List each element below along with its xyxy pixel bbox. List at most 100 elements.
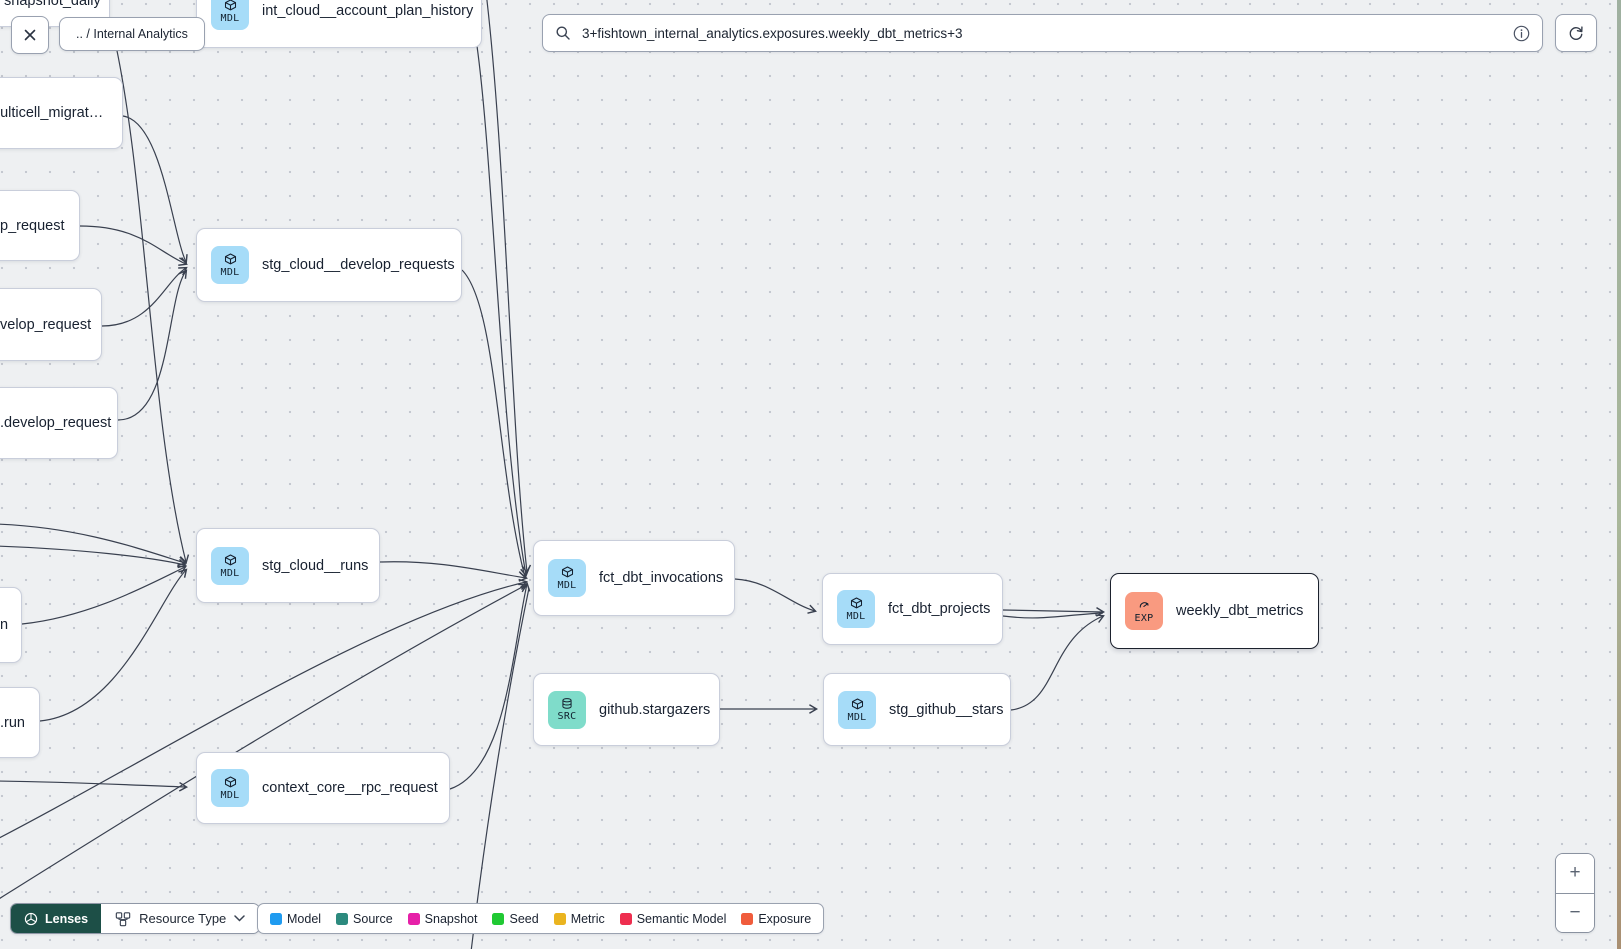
graph-node-weekly_dbt_metrics[interactable]: EXP weekly_dbt_metrics bbox=[1110, 573, 1319, 649]
node-label: fct_dbt_projects bbox=[888, 601, 991, 617]
info-icon[interactable] bbox=[1513, 25, 1530, 42]
node-label: fct_dbt_invocations bbox=[599, 570, 724, 586]
model-icon bbox=[223, 553, 238, 568]
graph-node-p_request[interactable]: MDLp_request bbox=[0, 190, 80, 261]
model-icon bbox=[223, 252, 238, 267]
close-button[interactable] bbox=[11, 16, 49, 54]
legend-label: Source bbox=[353, 911, 393, 926]
node-label: snapshot_daily bbox=[4, 0, 101, 9]
legend-color-chip bbox=[553, 912, 566, 925]
search-icon bbox=[556, 26, 570, 40]
graph-node-int_cloud__account_plan_history[interactable]: MDL int_cloud__account_plan_history bbox=[196, 0, 482, 48]
resource-type-legend: Model Source Snapshot Seed Metric Semantic Mo… bbox=[257, 903, 825, 934]
graph-node-stg_cloud__develop_requests[interactable]: MDL stg_cloud__develop_requests bbox=[196, 228, 462, 302]
legend-item-seed: Seed bbox=[492, 911, 539, 926]
close-icon bbox=[24, 29, 36, 41]
refresh-icon bbox=[1569, 26, 1583, 40]
graph-node-velop_request[interactable]: MDLvelop_request bbox=[0, 288, 102, 361]
model-badge: MDL bbox=[838, 690, 876, 729]
badge-label: MDL bbox=[557, 580, 577, 591]
refresh-button[interactable] bbox=[1555, 14, 1597, 52]
badge-label: MDL bbox=[220, 267, 240, 278]
node-label: .run bbox=[0, 714, 25, 731]
legend-color-chip bbox=[407, 912, 420, 925]
lenses-icon bbox=[24, 912, 38, 925]
zoom-in-button[interactable]: + bbox=[1556, 854, 1594, 893]
node-label: p_request bbox=[0, 217, 65, 234]
legend-label: Metric bbox=[570, 911, 605, 926]
legend-label: Snapshot bbox=[424, 911, 478, 926]
legend-item-semantic-model: Semantic Model bbox=[619, 911, 727, 926]
legend-color-chip bbox=[619, 912, 632, 925]
search-bar[interactable] bbox=[542, 14, 1543, 52]
zoom-out-button[interactable]: − bbox=[1556, 893, 1594, 932]
source-badge: SRC bbox=[548, 690, 586, 729]
legend-item-model: Model bbox=[270, 912, 321, 926]
lenses-toolbar: Lenses Resource Type bbox=[10, 903, 261, 934]
graph-node-fct_dbt_invocations[interactable]: MDL fct_dbt_invocations bbox=[533, 540, 735, 616]
legend-item-exposure: Exposure bbox=[741, 912, 811, 926]
legend-label: Seed bbox=[509, 911, 539, 926]
resource-type-button[interactable]: Resource Type bbox=[101, 904, 260, 933]
badge-label: MDL bbox=[847, 711, 867, 723]
exposure-icon bbox=[1137, 598, 1152, 613]
badge-label: MDL bbox=[220, 567, 240, 579]
lenses-label: Lenses bbox=[45, 911, 89, 926]
legend-item-source: Source bbox=[336, 912, 393, 926]
graph-node-fct_dbt_projects[interactable]: MDL fct_dbt_projects bbox=[822, 573, 1003, 645]
legend-label: Model bbox=[287, 911, 322, 926]
node-label: weekly_dbt_metrics bbox=[1176, 603, 1304, 619]
legend-color-chip bbox=[492, 912, 505, 925]
graph-node-develop_request[interactable]: MDL.develop_request bbox=[0, 387, 118, 459]
node-label: stg_github__stars bbox=[889, 701, 1004, 718]
node-label: stg_cloud__develop_requests bbox=[262, 257, 455, 273]
node-label: n bbox=[0, 617, 9, 633]
graph-node-context_core__rpc_request[interactable]: MDL context_core__rpc_request bbox=[196, 752, 450, 824]
screen-edge-artifact bbox=[1617, 0, 1621, 949]
hierarchy-icon bbox=[115, 911, 131, 926]
model-badge: MDL bbox=[548, 559, 586, 597]
node-label: velop_request bbox=[0, 316, 92, 333]
node-label: int_cloud__account_plan_history bbox=[262, 3, 474, 19]
graph-node-multicell_migration[interactable]: MDLmulticell_migrat… bbox=[0, 77, 123, 149]
source-icon bbox=[560, 697, 574, 711]
graph-node-run_node[interactable]: MDL.run bbox=[0, 687, 40, 758]
resource-type-label: Resource Type bbox=[139, 911, 227, 926]
model-badge: MDL bbox=[211, 246, 249, 284]
badge-label: SRC bbox=[557, 711, 577, 722]
badge-label: MDL bbox=[220, 13, 240, 24]
badge-label: MDL bbox=[846, 611, 866, 622]
zoom-controls: + − bbox=[1555, 853, 1595, 933]
legend-color-chip bbox=[270, 912, 282, 925]
graph-node-stg_cloud__runs[interactable]: MDL stg_cloud__runs bbox=[196, 528, 380, 603]
graph-node-stg_github__stars[interactable]: MDL stg_github__stars bbox=[823, 673, 1011, 746]
legend-color-chip bbox=[741, 912, 754, 925]
graph-node-n_node[interactable]: MDLn bbox=[0, 587, 22, 663]
node-label: multicell_migrat… bbox=[0, 105, 104, 121]
model-icon bbox=[223, 775, 238, 790]
legend-color-chip bbox=[336, 912, 349, 925]
node-label: .develop_request bbox=[0, 415, 112, 431]
badge-label: EXP bbox=[1134, 613, 1154, 624]
legend-label: Semantic Model bbox=[636, 911, 727, 926]
breadcrumb[interactable]: .. / Internal Analytics bbox=[59, 17, 205, 51]
breadcrumb-label: .. / Internal Analytics bbox=[76, 27, 188, 41]
model-icon bbox=[560, 565, 575, 580]
lenses-button[interactable]: Lenses bbox=[11, 904, 102, 933]
node-label: stg_cloud__runs bbox=[262, 557, 369, 574]
model-icon bbox=[849, 596, 864, 611]
badge-label: MDL bbox=[220, 790, 240, 801]
model-badge: MDL bbox=[211, 546, 249, 585]
exposure-badge: EXP bbox=[1125, 592, 1163, 630]
legend-label: Exposure bbox=[758, 911, 812, 926]
model-badge: MDL bbox=[837, 590, 875, 628]
model-badge: MDL bbox=[211, 0, 249, 30]
legend-item-snapshot: Snapshot bbox=[407, 911, 478, 926]
selector-input[interactable] bbox=[580, 24, 1504, 42]
node-label: context_core__rpc_request bbox=[262, 780, 438, 796]
model-icon bbox=[850, 697, 865, 712]
model-icon bbox=[223, 0, 238, 13]
model-badge: MDL bbox=[211, 769, 249, 807]
